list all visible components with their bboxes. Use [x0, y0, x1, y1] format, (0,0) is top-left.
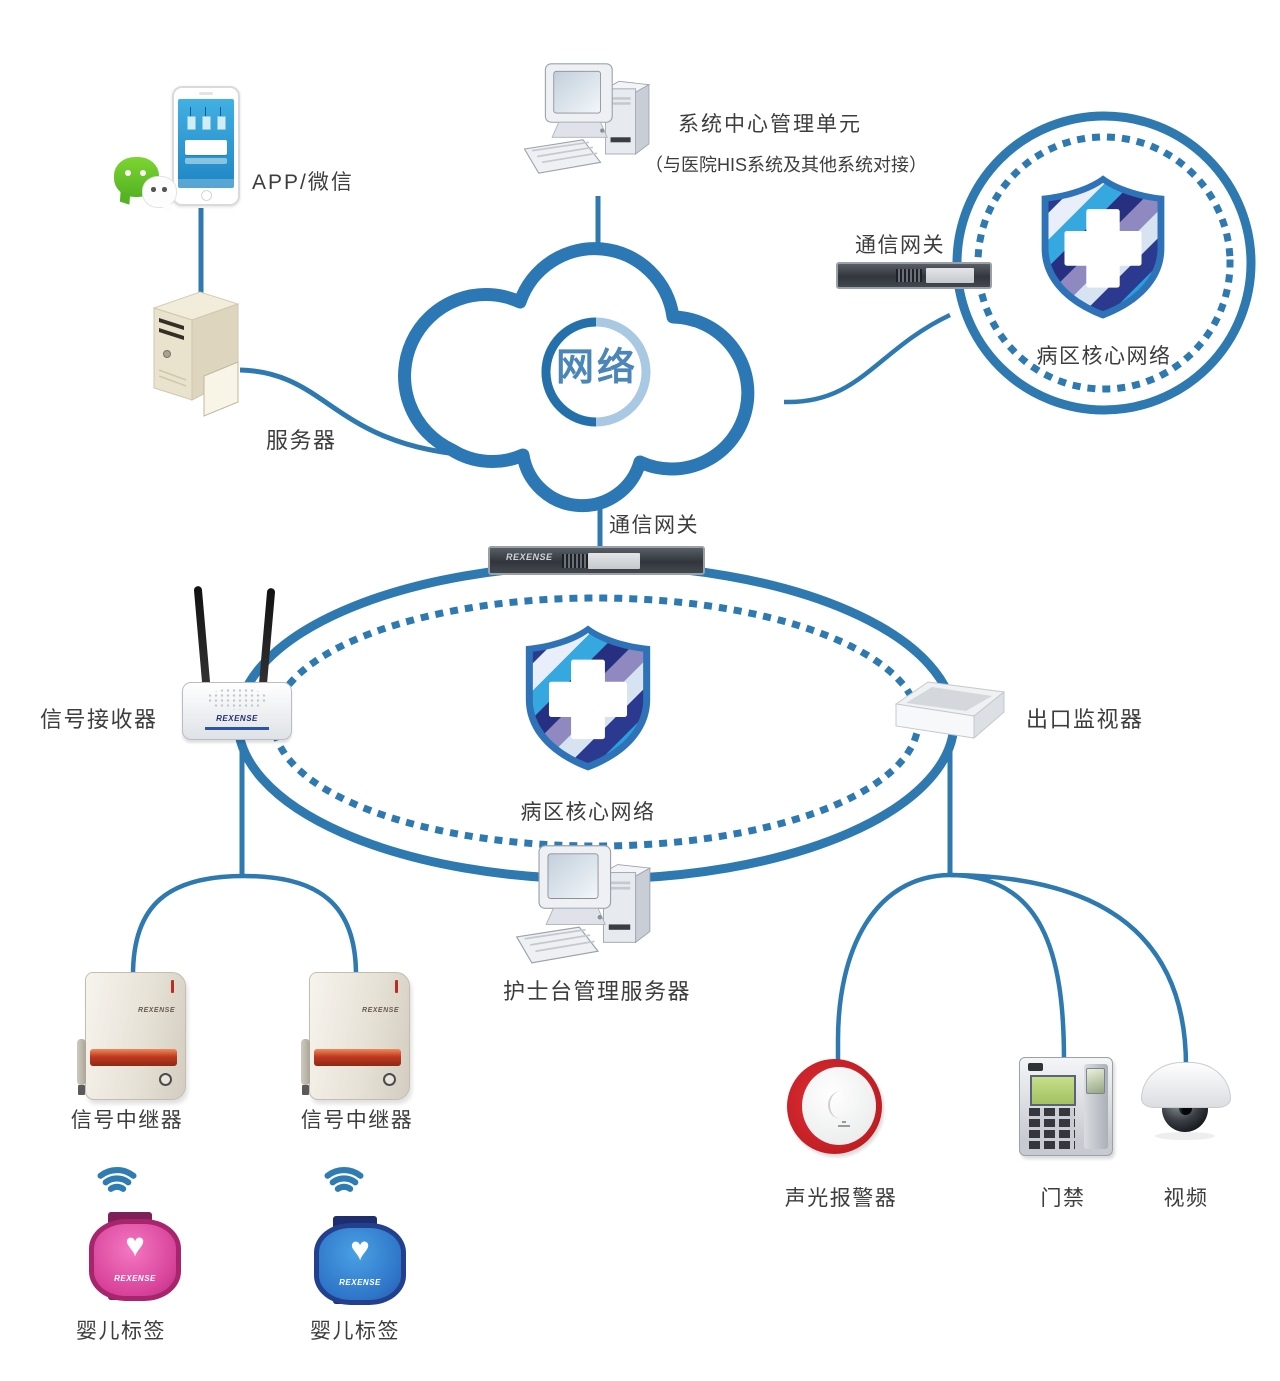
tag-face: ♥ REXENSE	[314, 1223, 406, 1305]
repeater-button	[159, 1073, 172, 1086]
server-label: 服务器	[266, 428, 337, 453]
system-center-note: （与医院HIS系统及其他系统对接）	[645, 155, 928, 175]
access-screen	[1030, 1075, 1076, 1106]
app-label: APP/微信	[252, 171, 354, 194]
wire-branch-alarm	[835, 872, 951, 1063]
repeater-2-device: REXENSE	[301, 972, 410, 1100]
phone-bar	[184, 157, 228, 164]
repeater-led	[395, 980, 398, 993]
access-keypad	[1029, 1108, 1075, 1149]
tag-brand: REXENSE	[114, 1274, 156, 1283]
signal-receiver-device: REXENSE	[182, 585, 292, 746]
alarm-label: 声光报警器	[784, 1187, 898, 1210]
exit-monitor-device	[894, 681, 1006, 740]
receiver-body: REXENSE	[182, 682, 292, 740]
repeater-antenna-icon	[301, 1038, 310, 1095]
gateway-brand: REXENSE	[506, 552, 553, 562]
infusion-icon	[202, 107, 211, 131]
gateway-grille	[562, 553, 588, 568]
receiver-vent	[207, 688, 267, 710]
network-cloud-label: 网络	[555, 347, 639, 389]
heart-icon: ♥	[125, 1226, 145, 1263]
ward-circle-dotted	[974, 133, 1234, 393]
camera-housing	[1141, 1062, 1231, 1108]
repeater-button	[383, 1073, 396, 1086]
repeater-1-label: 信号中继器	[70, 1109, 184, 1132]
repeater-antenna-icon	[77, 1038, 86, 1095]
camera-shadow	[1155, 1132, 1215, 1140]
repeater-brand: REXENSE	[362, 1007, 399, 1014]
system-center-computer	[522, 60, 664, 182]
receiver-trim	[205, 727, 269, 730]
access-control-label: 门禁	[1040, 1187, 1086, 1210]
access-lens	[1028, 1063, 1043, 1071]
wire-repeater-branch	[130, 873, 359, 976]
phone-card	[184, 139, 228, 155]
antenna-icon	[193, 585, 211, 687]
phone-screen	[178, 99, 234, 188]
infusion-icon	[217, 107, 226, 131]
fingerprint-reader	[1086, 1068, 1105, 1094]
gateway-grille	[896, 269, 922, 282]
antenna-icon	[258, 587, 276, 689]
baby-tag-1-label: 婴儿标签	[76, 1320, 166, 1343]
video-label: 视频	[1163, 1187, 1209, 1210]
baby-tag-2-device: ♥ REXENSE	[314, 1216, 406, 1305]
exit-monitor-label: 出口监视器	[1026, 707, 1144, 732]
system-center-label: 系统中心管理单元	[678, 113, 862, 136]
cloud-badge-ring-dark	[541, 317, 597, 427]
dome-camera-device	[1141, 1062, 1231, 1140]
gateway-panel	[588, 552, 640, 569]
repeater-stripe	[314, 1048, 401, 1066]
wire-branch-access	[949, 872, 1067, 1061]
wifi-signal-icon	[97, 1167, 137, 1192]
ward-shield-top-icon	[1032, 172, 1174, 322]
tag-brand: REXENSE	[339, 1278, 381, 1287]
signal-receiver-label: 信号接收器	[40, 707, 158, 732]
wire-cloud-gateway-top	[783, 312, 951, 405]
alarm-face	[802, 1067, 876, 1145]
ward-shield-mid-icon	[518, 622, 658, 774]
heart-icon: ♥	[350, 1230, 370, 1267]
baby-tag-2-label: 婴儿标签	[310, 1320, 400, 1343]
infusion-icon	[187, 107, 196, 131]
nurse-station-computer	[514, 842, 666, 972]
gateway-top-device	[836, 262, 992, 289]
server-tower	[152, 291, 240, 417]
access-control-device	[1019, 1057, 1113, 1156]
nurse-station-label: 护士台管理服务器	[502, 979, 692, 1004]
phone-home-button	[201, 190, 212, 201]
baby-tag-1-device: ♥ REXENSE	[89, 1212, 181, 1301]
ward-network-mid-label: 病区核心网络	[520, 801, 656, 824]
gateway-top-label: 通信网关	[855, 234, 945, 257]
repeater-2-label: 信号中继器	[300, 1109, 414, 1132]
repeater-led	[171, 980, 174, 993]
wifi-signal-icon	[324, 1167, 364, 1192]
sound-light-alarm-device	[787, 1059, 882, 1154]
receiver-brand: REXENSE	[216, 714, 258, 723]
tag-face: ♥ REXENSE	[89, 1219, 181, 1301]
repeater-stripe	[90, 1048, 177, 1066]
smartphone	[172, 86, 240, 206]
wire-server-cloud	[239, 367, 481, 459]
wechat-bubble-icon	[142, 176, 177, 208]
phone-footer	[178, 179, 234, 188]
gateway-mid-device: REXENSE	[488, 546, 705, 575]
gateway-panel	[926, 268, 974, 283]
ward-network-top-label: 病区核心网络	[1036, 345, 1172, 368]
alarm-detail	[838, 1121, 850, 1127]
wire-branch-camera	[949, 872, 1189, 1067]
phone-speaker	[199, 92, 213, 95]
gateway-mid-label: 通信网关	[609, 514, 699, 537]
repeater-1-device: REXENSE	[77, 972, 186, 1100]
repeater-brand: REXENSE	[138, 1007, 175, 1014]
alarm-detail	[828, 1091, 854, 1119]
